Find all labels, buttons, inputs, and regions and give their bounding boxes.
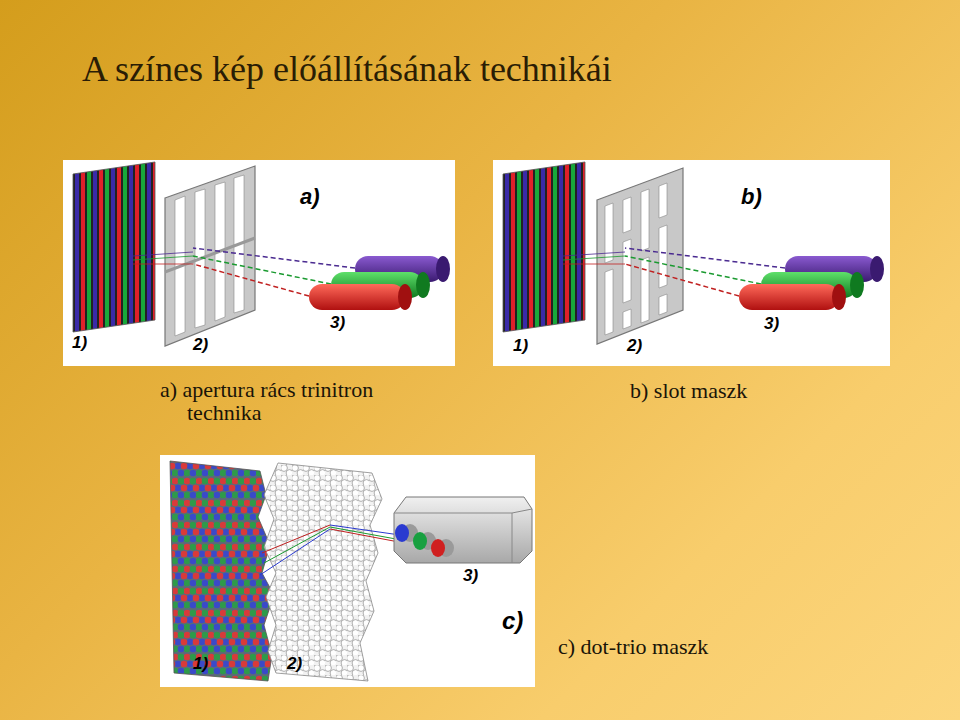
callout-number: 1)	[72, 333, 87, 353]
callout-number: 2)	[627, 336, 642, 356]
panel-c	[160, 455, 535, 687]
caption-text: c) dot-trio maszk	[558, 634, 708, 660]
callout-number: 1)	[193, 654, 208, 674]
callout-number: 1)	[513, 336, 528, 356]
panel-b	[493, 160, 890, 366]
panel-a	[63, 160, 455, 366]
callout-number: 2)	[287, 654, 302, 674]
callout-number: a)	[300, 184, 320, 210]
callout-number: 3)	[330, 313, 345, 333]
callout-number: b)	[741, 184, 762, 210]
trinitron-figure	[73, 162, 450, 346]
caption-text: a) apertura rács trinitron technika	[160, 378, 377, 424]
dot-trio-figure	[170, 461, 532, 681]
callout-number: 3)	[764, 314, 779, 334]
callout-number: c)	[502, 607, 523, 635]
slide-title: A színes kép előállításának technikái	[82, 48, 612, 90]
callout-number: 2)	[193, 335, 208, 355]
caption-text: b) slot maszk	[630, 378, 747, 404]
slot-mask-figure	[503, 162, 884, 344]
callout-number: 3)	[463, 566, 478, 586]
